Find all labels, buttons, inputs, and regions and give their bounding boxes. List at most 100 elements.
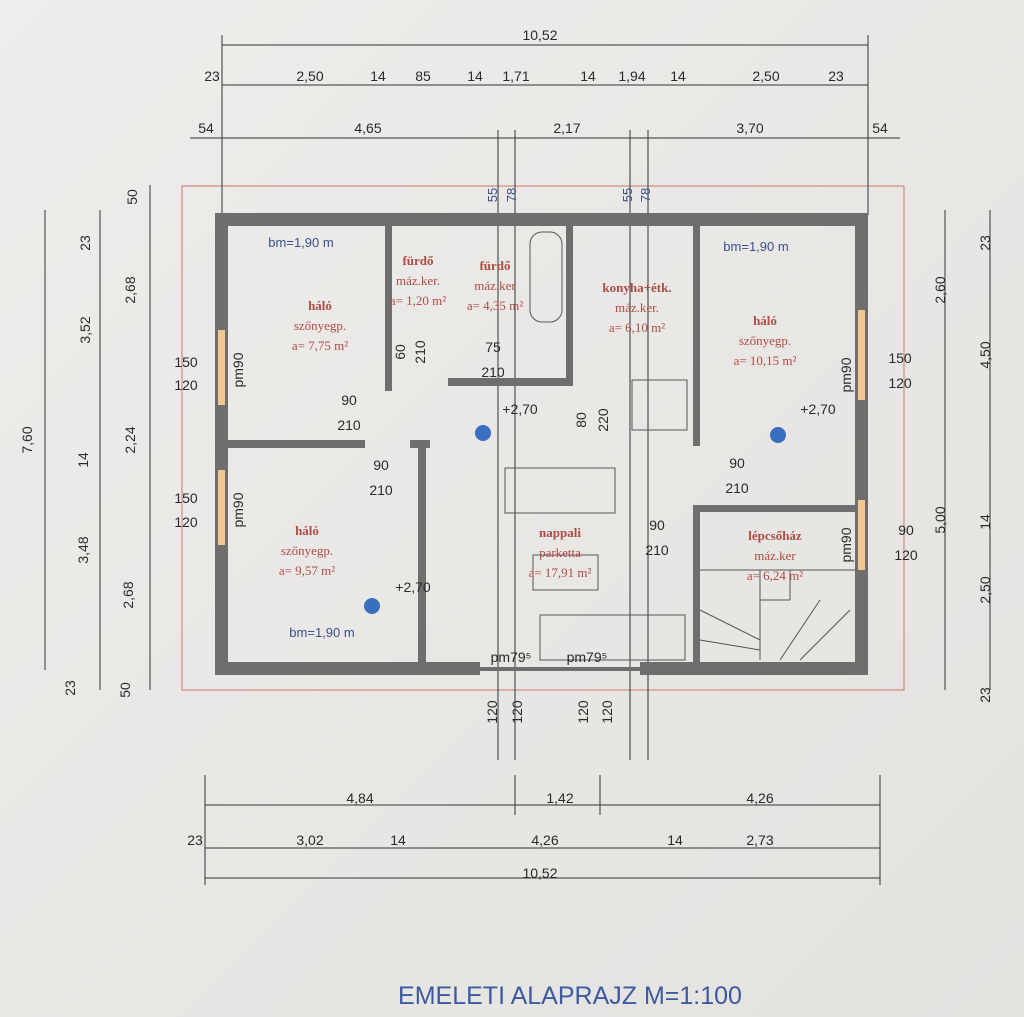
dimension-label: 23 <box>828 68 844 84</box>
door-size-label: 60 <box>392 344 408 360</box>
dimension-label: 120 <box>509 700 525 724</box>
room-area: a= 6,10 m² <box>609 320 665 335</box>
room-area: a= 1,20 m² <box>390 293 446 308</box>
room-name: háló <box>308 298 332 313</box>
room-finish: szőnyegp. <box>281 543 333 558</box>
sill-height-label: pm79⁵ <box>567 649 608 665</box>
door-size-label: 220 <box>595 408 611 432</box>
dimension-label: 50 <box>117 682 133 698</box>
dimension-label: 90 <box>898 522 914 538</box>
sill-height-label: pm90 <box>230 492 246 527</box>
dimension-label: 150 <box>888 350 912 366</box>
dimension-label: 3,48 <box>75 536 91 563</box>
dimension-label: 50 <box>124 189 140 205</box>
dimension-label: 23 <box>187 832 203 848</box>
dimension-label: 23 <box>77 235 93 251</box>
dimension-label: 120 <box>484 700 500 724</box>
dimension-label: 14 <box>370 68 386 84</box>
dimension-label: 2,68 <box>122 276 138 303</box>
dimension-label: 1,71 <box>502 68 529 84</box>
dimension-label: 23 <box>977 235 993 251</box>
dimension-label: 7,60 <box>19 426 35 453</box>
ceiling-height-label: bm=1,90 m <box>289 625 354 640</box>
room-name: nappali <box>539 525 581 540</box>
dimension-label: 120 <box>575 700 591 724</box>
dimension-label: 2,17 <box>553 120 580 136</box>
door-size-label: 210 <box>369 482 393 498</box>
room-finish: máz.ker <box>474 278 516 293</box>
dimension-label: 120 <box>888 375 912 391</box>
ceiling-height-label: bm=1,90 m <box>268 235 333 250</box>
dimension-label: 2,68 <box>120 581 136 608</box>
door-size-label: 90 <box>649 517 665 533</box>
drawing-title: EMELETI ALAPRAJZ M=1:100 <box>398 982 742 1010</box>
sill-height-label: pm90 <box>230 352 246 387</box>
door-size-label: 75 <box>485 339 501 355</box>
room-name: fürdő <box>402 253 434 268</box>
dimension-label: 10,52 <box>522 865 557 881</box>
dimension-label: 2,60 <box>932 276 948 303</box>
floor-level-label: +2,70 <box>502 401 538 417</box>
room-area: a= 7,75 m² <box>292 338 348 353</box>
dimension-label: 54 <box>872 120 888 136</box>
sill-height-label: pm79⁵ <box>491 649 532 665</box>
dimension-label: 1,42 <box>546 790 573 806</box>
level-marker-icon <box>770 427 786 443</box>
dimension-label: 2,50 <box>752 68 779 84</box>
room-area: a= 4,35 m² <box>467 298 523 313</box>
room-name: konyha+étk. <box>602 280 671 295</box>
dimension-label: 54 <box>198 120 214 136</box>
room-finish: máz.ker. <box>396 273 440 288</box>
door-size-label: 210 <box>337 417 361 433</box>
dimension-label: 3,52 <box>77 316 93 343</box>
dimension-lines <box>44 35 991 885</box>
dimension-label: 55 <box>620 188 635 202</box>
room-finish: máz.ker. <box>615 300 659 315</box>
sill-height-label: pm90 <box>838 527 854 562</box>
dimension-label: 4,26 <box>746 790 773 806</box>
dimension-label: 10,52 <box>522 27 557 43</box>
dimension-label: 150 <box>174 490 198 506</box>
floor-level-label: +2,70 <box>800 401 836 417</box>
dimension-label: 55 <box>485 188 500 202</box>
room-area: a= 17,91 m² <box>529 565 592 580</box>
door-size-label: 90 <box>373 457 389 473</box>
door-size-label: 210 <box>412 340 428 364</box>
dimension-label: 120 <box>599 700 615 724</box>
dimension-label: 5,00 <box>932 506 948 533</box>
dimension-label: 2,50 <box>977 576 993 603</box>
ceiling-height-label: bm=1,90 m <box>723 239 788 254</box>
sill-height-label: pm90 <box>838 357 854 392</box>
room-name: fürdő <box>479 258 511 273</box>
room-area: a= 6,24 m² <box>747 568 803 583</box>
dimension-label: 14 <box>467 68 483 84</box>
dimension-label: 4,65 <box>354 120 381 136</box>
level-marker-icon <box>475 425 491 441</box>
room-name: háló <box>295 523 319 538</box>
dimension-label: 2,73 <box>746 832 773 848</box>
dimension-label: 1,94 <box>618 68 645 84</box>
dimension-label: 4,84 <box>346 790 373 806</box>
door-size-label: 210 <box>481 364 505 380</box>
dimension-label: 120 <box>894 547 918 563</box>
room-name: lépcsőház <box>748 528 802 543</box>
floor-level-label: +2,70 <box>395 579 431 595</box>
dimension-label: 14 <box>667 832 683 848</box>
dimension-label: 14 <box>580 68 596 84</box>
dimension-label: 4,26 <box>531 832 558 848</box>
dimension-label: 3,70 <box>736 120 763 136</box>
room-name: háló <box>753 313 777 328</box>
dimension-label: 3,02 <box>296 832 323 848</box>
dimension-label: 4,50 <box>977 341 993 368</box>
dimension-label: 2,24 <box>122 426 138 453</box>
dimension-label: 23 <box>204 68 220 84</box>
dimension-label: 23 <box>62 680 78 696</box>
door-size-label: 90 <box>729 455 745 471</box>
dimension-label: 150 <box>174 354 198 370</box>
walls <box>215 213 868 675</box>
dimension-label: 120 <box>174 514 198 530</box>
level-marker-icon <box>364 598 380 614</box>
dimension-label: 14 <box>390 832 406 848</box>
room-area: a= 10,15 m² <box>734 353 797 368</box>
